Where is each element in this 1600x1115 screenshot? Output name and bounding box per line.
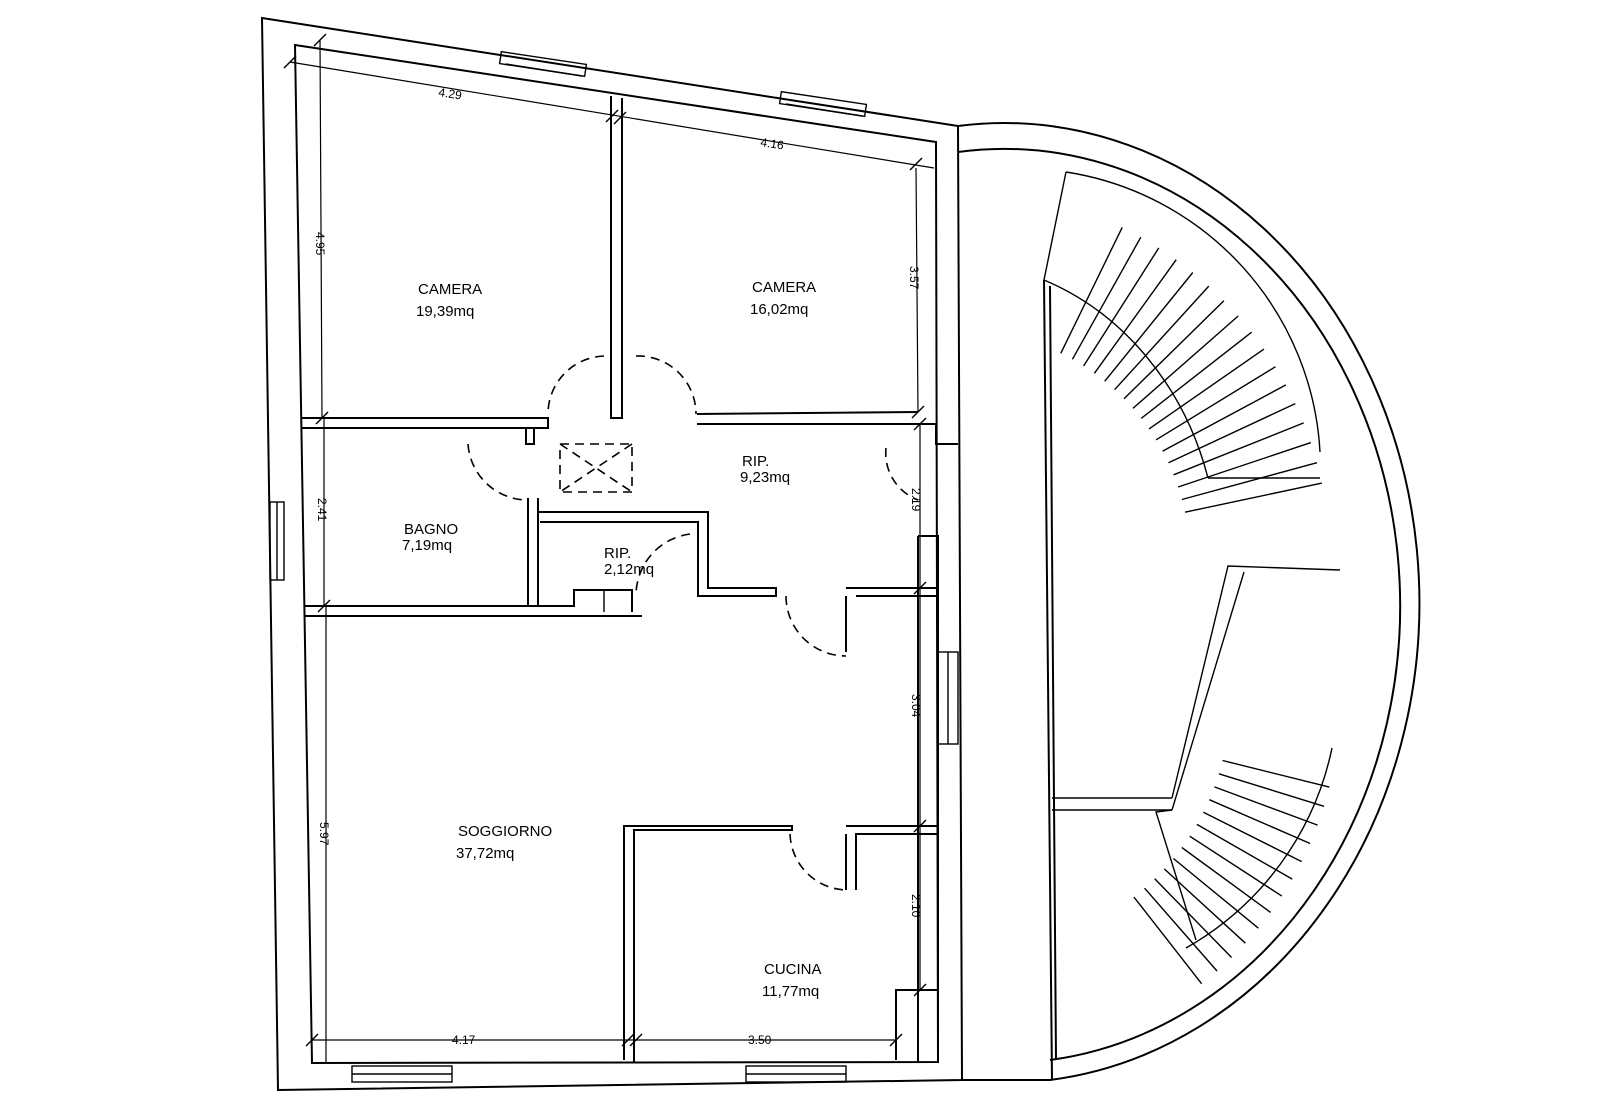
stair-tread [1104, 272, 1194, 382]
dim-rip-depth: 2.19 [909, 488, 923, 512]
room-ripostiglio-1: RIP. 9,23mq [740, 453, 790, 486]
room-camera-1: CAMERA 19,39mq [416, 281, 482, 320]
dim-bagno-depth: 2.41 [315, 498, 329, 522]
room-area: 7,19mq [402, 537, 452, 554]
dim-living-right-depth: 3.04 [909, 694, 923, 718]
dimension-lines [283, 33, 935, 1062]
stair-tread [1083, 247, 1160, 367]
stair-tread [1140, 331, 1253, 419]
stair-tread [1214, 786, 1318, 826]
stair-tread [1173, 422, 1304, 476]
dim-soggiorno-depth: 5.97 [317, 822, 331, 846]
stair-tread [1181, 846, 1272, 913]
dim-camera2-depth: 3.57 [907, 266, 921, 290]
stair-tread [1222, 759, 1330, 788]
terrace-staircase [957, 122, 1421, 1081]
stair-tread [1144, 887, 1218, 972]
dim-soggiorno-width: 4.17 [452, 1033, 476, 1047]
room-name: CUCINA [764, 961, 822, 978]
stair-tread [1148, 348, 1265, 430]
room-area: 9,23mq [740, 469, 790, 486]
room-area: 2,12mq [604, 561, 654, 578]
stair-tread [1172, 857, 1259, 929]
room-ripostiglio-2: RIP. 2,12mq [604, 545, 654, 578]
stair-tread [1060, 227, 1123, 354]
room-name: RIP. [742, 453, 769, 470]
stair-tread [1177, 441, 1312, 488]
room-name: RIP. [604, 545, 631, 562]
stair-tread [1203, 811, 1303, 863]
room-name: CAMERA [752, 279, 816, 296]
dim-cucina-depth: 2.10 [909, 894, 923, 918]
stair-tread [1123, 300, 1225, 400]
room-area: 19,39mq [416, 303, 474, 320]
windows [269, 50, 959, 1083]
stair-tread [1168, 402, 1296, 464]
room-soggiorno: SOGGIORNO 37,72mq [456, 823, 552, 862]
room-area: 16,02mq [750, 301, 808, 318]
stair-tread [1163, 868, 1246, 944]
stair-tread [1189, 835, 1283, 897]
room-name: BAGNO [404, 521, 458, 538]
room-cucina: CUCINA 11,77mq [762, 961, 822, 1000]
stair-tread [1093, 259, 1177, 374]
dimension-labels: 4.29 4.16 4.95 3.57 2.41 2.19 5.97 3.04 … [313, 85, 923, 1047]
stair-tread [1184, 482, 1323, 513]
stair-tread [1218, 773, 1325, 807]
stair-tread [1155, 366, 1276, 441]
stair-tread [1114, 285, 1210, 391]
stair-tread [1133, 896, 1203, 985]
dim-camera1-width: 4.29 [438, 85, 463, 102]
interior-walls [302, 96, 958, 1062]
dim-camera2-width: 4.16 [760, 135, 785, 152]
dim-cucina-width: 3.50 [748, 1033, 772, 1047]
room-area: 37,72mq [456, 845, 514, 862]
stair-tread [1132, 315, 1239, 409]
stair-tread [1196, 823, 1293, 880]
stair-tread [1209, 799, 1311, 845]
doors [467, 355, 919, 891]
room-camera-2: CAMERA 16,02mq [750, 279, 816, 318]
room-labels: CAMERA 19,39mq CAMERA 16,02mq RIP. 9,23m… [402, 279, 822, 1000]
room-name: SOGGIORNO [458, 823, 552, 840]
stair-tread [1162, 384, 1287, 452]
stair-tread [1154, 878, 1233, 958]
stair-tread [1071, 236, 1142, 360]
dim-camera1-depth: 4.95 [313, 232, 327, 256]
room-area: 11,77mq [762, 983, 819, 1000]
room-name: CAMERA [418, 281, 482, 298]
skylight-marker [559, 443, 633, 493]
stair-tread [1181, 462, 1318, 501]
room-bagno: BAGNO 7,19mq [402, 521, 458, 554]
